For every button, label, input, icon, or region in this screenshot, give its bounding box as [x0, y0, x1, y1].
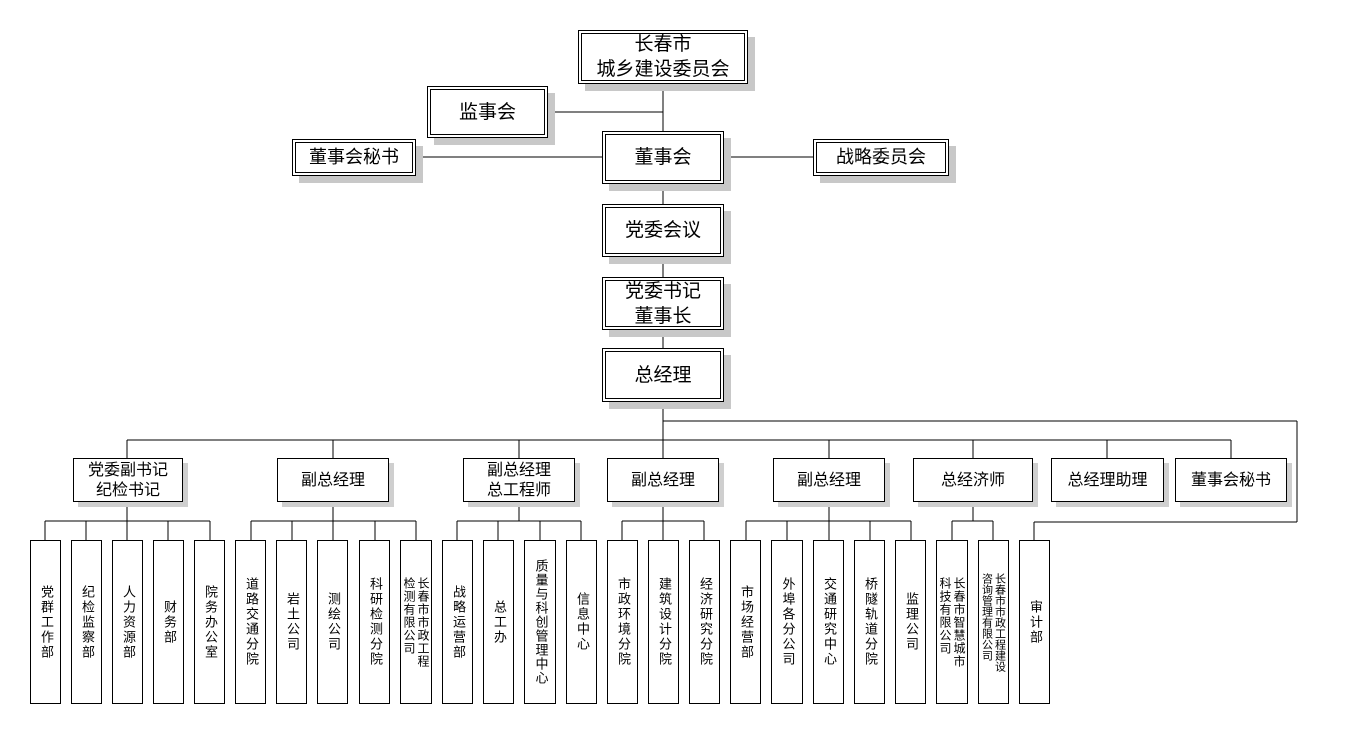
strategy-committee-box: 战略委员会: [813, 139, 949, 176]
dept-strategy-operations: 战略运营部: [442, 540, 473, 704]
urban-construction-committee-box: 长春市 城乡建设委员会: [578, 30, 748, 84]
deputy-party-secretary-box: 党委副书记 纪检书记: [73, 458, 183, 502]
dept-surveying-company: 测绘公司: [317, 540, 348, 704]
chief-economist-box: 总经济师: [913, 458, 1033, 502]
dept-road-traffic-branch: 道路交通分院: [235, 540, 266, 704]
dept-municipal-environment-branch: 市政环境分院: [607, 540, 638, 704]
general-manager-box: 总经理: [602, 348, 724, 402]
board-secretary-box: 董事会秘书: [1175, 458, 1287, 502]
dept-municipal-testing-company: 长春市市政工程 检测有限公司: [400, 540, 432, 704]
dept-audit: 审计部: [1019, 540, 1050, 704]
dept-traffic-research-center: 交通研究中心: [813, 540, 844, 704]
dept-finance: 财务部: [153, 540, 184, 704]
board-secretary-top-box: 董事会秘书: [292, 139, 416, 176]
dept-supervision-company: 监理公司: [895, 540, 926, 704]
dept-research-testing-branch: 科研检测分院: [359, 540, 390, 704]
deputy-general-manager-box-3: 副总经理: [773, 458, 885, 502]
party-secretary-chairman-box: 党委书记 董事长: [602, 277, 724, 330]
supervisory-board-box: 监事会: [427, 86, 548, 138]
deputy-gm-chief-engineer-box: 副总经理 总工程师: [463, 458, 575, 502]
dept-chief-engineer-office: 总工办: [483, 540, 514, 704]
dept-geotechnical-company: 岩土公司: [276, 540, 307, 704]
dept-quality-innovation-center: 质量与科创管理中心: [524, 540, 556, 704]
dept-marketing: 市场经营部: [730, 540, 761, 704]
dept-smart-city-company: 长春市智慧城市 科技有限公司: [936, 540, 968, 704]
dept-party-masses: 党群工作部: [30, 540, 61, 704]
dept-construction-consulting-company: 长春市市政工程建设 咨询管理有限公司: [978, 540, 1009, 704]
dept-human-resources: 人力资源部: [112, 540, 143, 704]
dept-information-center: 信息中心: [566, 540, 597, 704]
dept-institute-office: 院务办公室: [194, 540, 225, 704]
dept-bridge-tunnel-rail-branch: 桥隧轨道分院: [854, 540, 885, 704]
deputy-general-manager-box-1: 副总经理: [277, 458, 389, 502]
gm-assistant-box: 总经理助理: [1051, 458, 1164, 502]
party-committee-meeting-box: 党委会议: [602, 204, 724, 257]
deputy-general-manager-box-2: 副总经理: [607, 458, 719, 502]
dept-architecture-design-branch: 建筑设计分院: [648, 540, 679, 704]
dept-economic-research-branch: 经济研究分院: [689, 540, 720, 704]
dept-discipline-inspection: 纪检监察部: [71, 540, 102, 704]
dept-outside-branches: 外埠各分公司: [771, 540, 803, 704]
board-of-directors-box: 董事会: [602, 131, 724, 184]
